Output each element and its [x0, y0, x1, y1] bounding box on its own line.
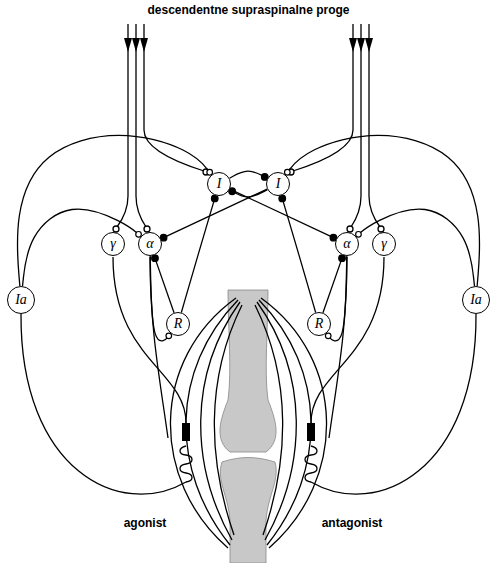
nerve-fiber — [230, 189, 334, 238]
nerve-fiber — [164, 189, 268, 238]
neuron-label: R — [315, 317, 324, 331]
synaptic-connection — [285, 135, 480, 286]
synaptic-connection — [17, 135, 212, 286]
neuron-circle: α — [138, 232, 162, 256]
nerve-fiber — [323, 258, 342, 313]
neuron-label: Ia — [470, 293, 482, 307]
neuron-label: R — [174, 317, 183, 331]
nerve-fiber — [232, 190, 267, 197]
nerve-fiber — [287, 135, 479, 286]
neuron-circle: R — [307, 312, 331, 336]
nerve-fiber — [282, 198, 315, 312]
muscle-label: agonist — [124, 516, 167, 530]
neuron-circle: γ — [372, 232, 396, 256]
neuron-circle: R — [166, 312, 190, 336]
synaptic-connection — [230, 189, 337, 241]
neuron-label: Ia — [15, 293, 27, 307]
neuron-circle: γ — [101, 232, 125, 256]
neuron-label: α — [343, 237, 350, 251]
title: descendentne supraspinalne proge — [0, 3, 497, 17]
neuron-circle: α — [335, 232, 359, 256]
synaptic-connection — [229, 188, 268, 197]
nerve-fiber — [22, 209, 138, 286]
neuron-label: γ — [381, 237, 387, 251]
inhibitory-synapse — [279, 195, 286, 202]
neuron-label: I — [217, 177, 222, 191]
neuron-circle: I — [266, 172, 290, 196]
synaptic-connection — [230, 171, 269, 180]
synaptic-connection — [22, 209, 141, 286]
inhibitory-synapse — [152, 255, 159, 262]
inhibitory-synapse — [211, 195, 218, 202]
neuron-label: γ — [110, 237, 116, 251]
bone — [220, 290, 276, 452]
neuron-label: α — [146, 237, 153, 251]
synaptic-connection — [356, 209, 475, 286]
synaptic-connection — [152, 255, 174, 313]
nerve-fiber — [155, 258, 174, 313]
synaptic-connection — [279, 195, 316, 312]
synaptic-connection — [323, 255, 345, 313]
left-half — [21, 24, 242, 548]
nerve-fiber — [230, 171, 265, 178]
bone — [220, 458, 276, 563]
neuron-circle: I — [207, 172, 231, 196]
muscle-label: antagonist — [322, 516, 383, 530]
neuron-circle: Ia — [7, 286, 35, 314]
nerve-fiber — [358, 209, 474, 286]
excitatory-synapse — [325, 333, 331, 339]
neuron-circle: Ia — [462, 286, 490, 314]
neuron-label: I — [276, 177, 281, 191]
synaptic-connection — [160, 189, 267, 241]
nerve-fiber — [181, 198, 214, 312]
nerve-fiber — [17, 135, 209, 286]
synaptic-connection — [181, 195, 218, 312]
nerve-fiber — [328, 256, 347, 341]
right-half — [255, 24, 476, 548]
